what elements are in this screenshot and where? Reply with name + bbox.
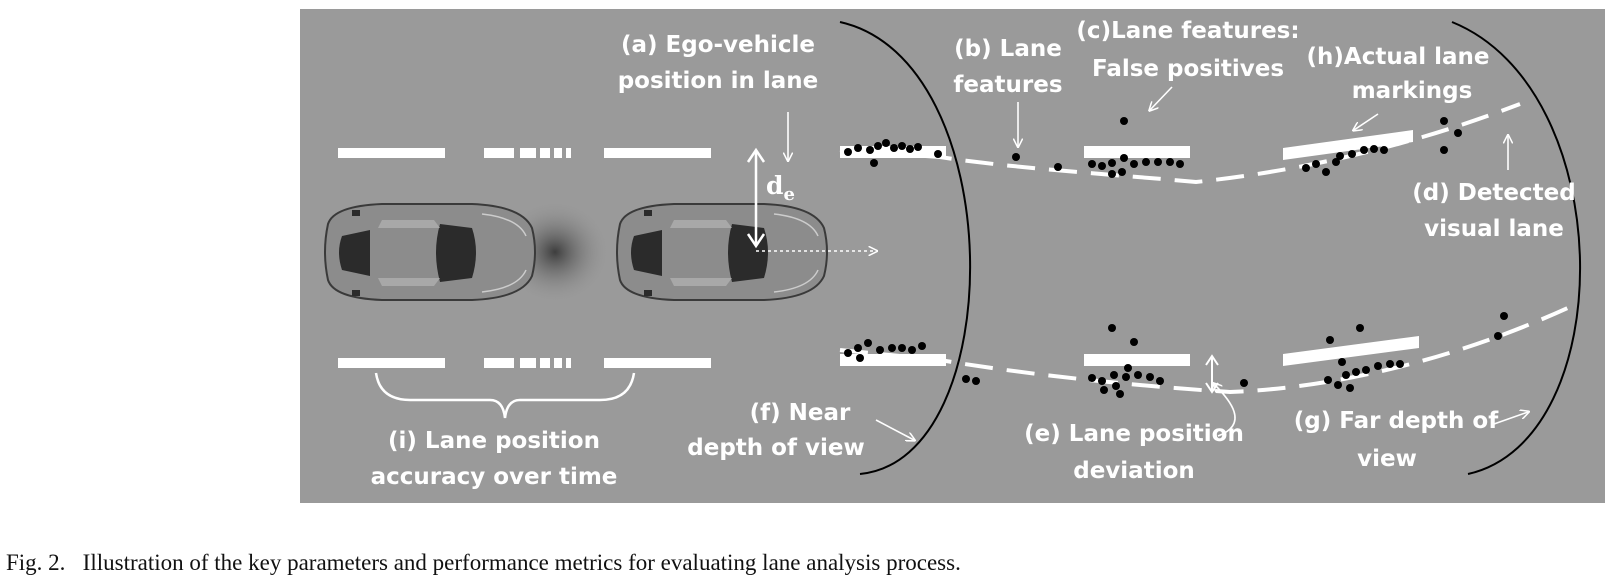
ego-offset-arrow: [746, 147, 766, 249]
label-d-line2: visual lane: [1424, 216, 1564, 242]
label-e-line2: deviation: [1073, 458, 1195, 484]
detected-visual-lane-top: [839, 102, 1521, 185]
label-i-line1: (i) Lane position: [388, 428, 600, 454]
ego-vehicle: [616, 203, 828, 301]
label-f-line2: depth of view: [687, 435, 864, 461]
label-h-line2: markings: [1352, 78, 1473, 104]
deviation-pointer: [1214, 384, 1236, 437]
actual-markings-pointer: [1354, 113, 1379, 130]
label-h-line1: (h)Actual lane: [1307, 44, 1490, 70]
label-g-line2: view: [1357, 446, 1417, 472]
far-depth-of-view-arc: [1451, 21, 1582, 475]
label-f-line1: (f) Near: [750, 400, 851, 426]
label-de-main: d: [766, 171, 783, 200]
near-depth-of-view-arc: [839, 21, 972, 475]
false-positives-pointer: [1150, 86, 1173, 110]
label-de-sub: e: [783, 184, 794, 205]
label-c-line1: (c)Lane features:: [1076, 18, 1299, 44]
label-de: de: [766, 171, 795, 205]
label-b-line1: (b) Lane: [954, 36, 1062, 62]
previous-vehicle: [324, 203, 536, 301]
label-g-line1: (g) Far depth of: [1294, 408, 1499, 434]
label-b-line2: features: [953, 72, 1062, 98]
left-lane-markings-bottom: [338, 358, 711, 368]
label-i-line2: accuracy over time: [371, 464, 618, 490]
label-a-line2: position in lane: [618, 68, 819, 94]
near-depth-pointer: [875, 419, 914, 440]
label-c-line2: False positives: [1092, 56, 1284, 82]
label-e-line1: (e) Lane position: [1024, 421, 1244, 447]
accuracy-over-time-bracket: [374, 372, 636, 419]
far-depth-pointer: [1493, 412, 1528, 425]
label-a-line1: (a) Ego-vehicle: [621, 32, 815, 58]
label-d-line1: (d) Detected: [1412, 180, 1575, 206]
left-lane-markings-top: [338, 148, 711, 158]
detected-visual-lane-bottom: [839, 304, 1573, 395]
figure-caption: Fig. 2. Illustration of the key paramete…: [6, 550, 961, 575]
lane-feature-points: [844, 117, 1508, 398]
